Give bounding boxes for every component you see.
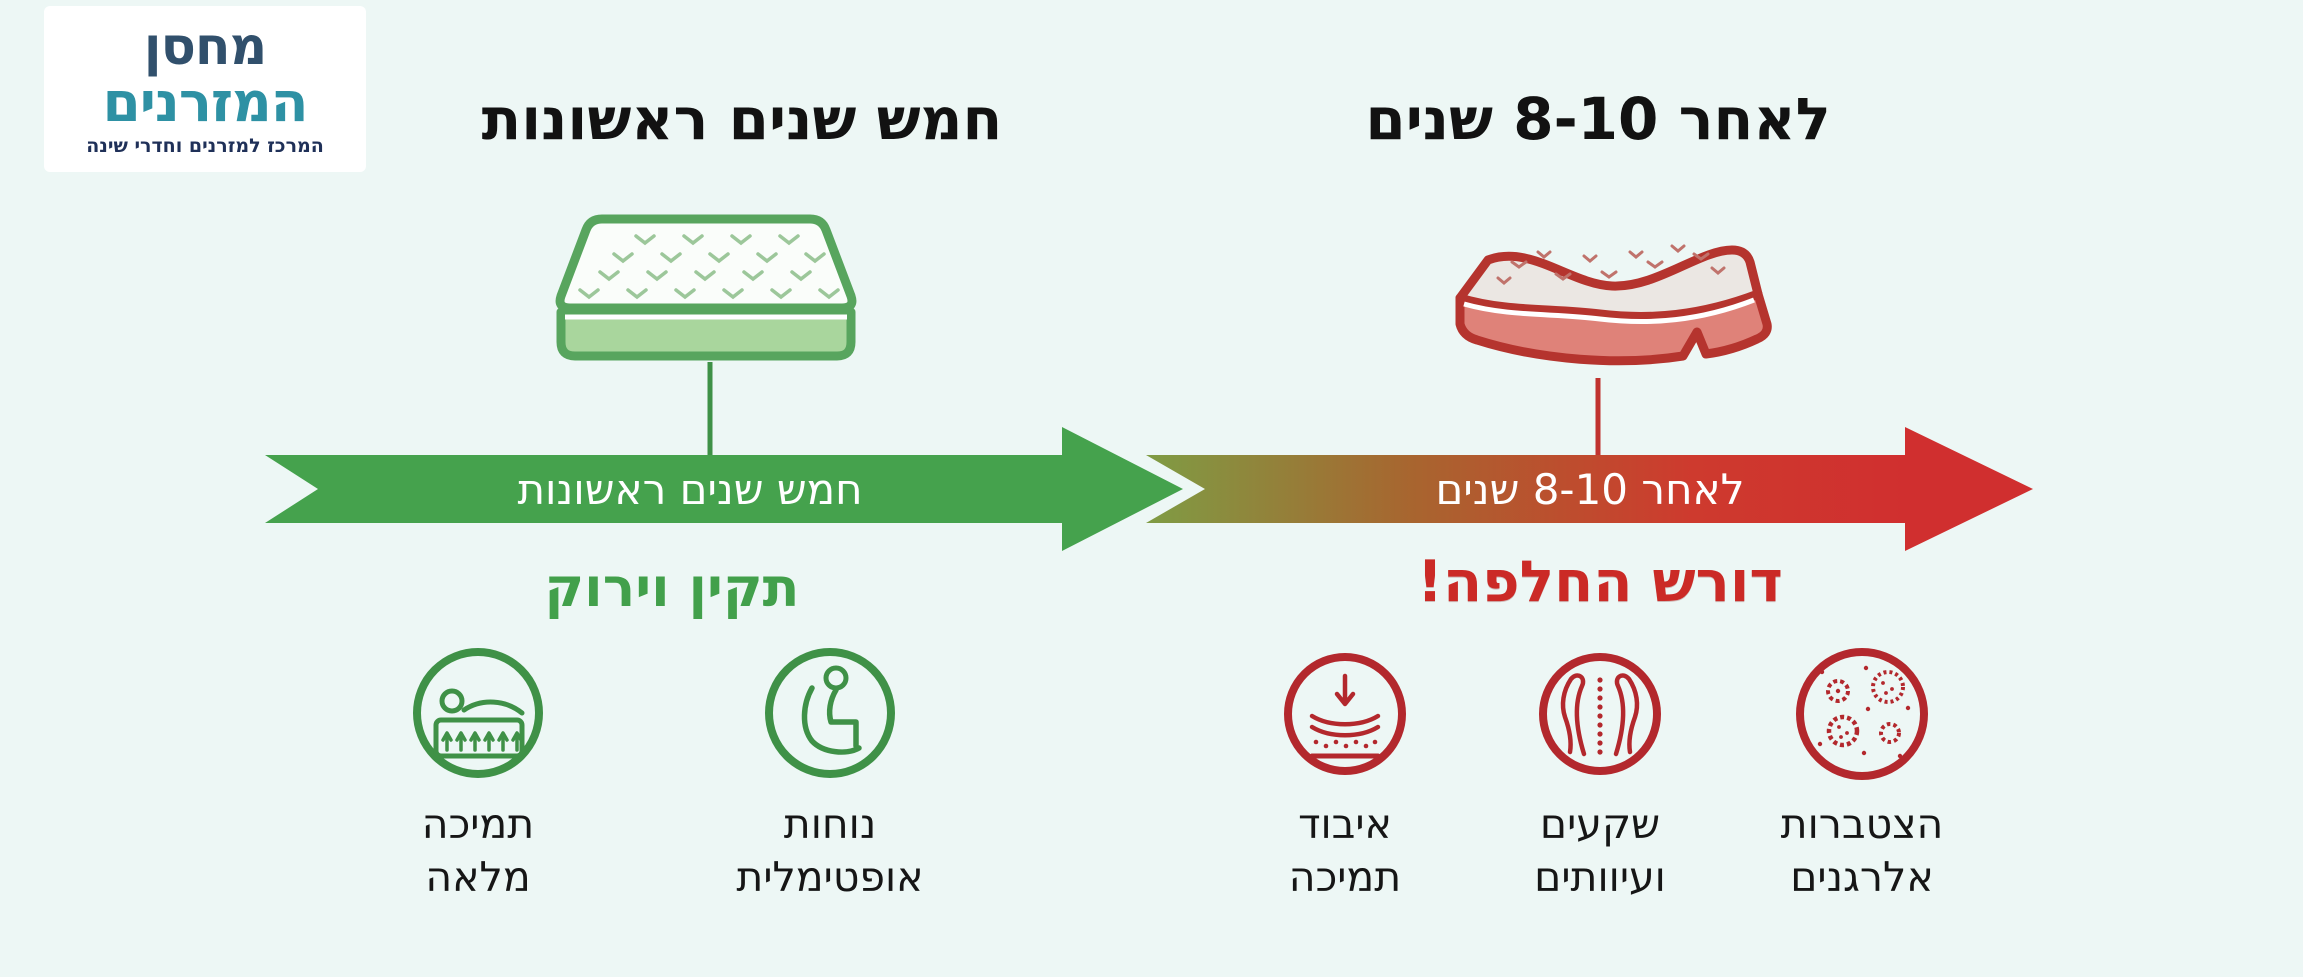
- caption-full-support: תמיכה מלאה: [348, 798, 608, 905]
- caption-line: הצטברות: [1780, 800, 1944, 848]
- caption-support-loss: איבוד תמיכה: [1215, 798, 1475, 905]
- brand-logo: מחסן המזרנים המרכז למזרנים וחדרי שינה: [44, 6, 366, 172]
- right-section-heading: לאחר 8-10 שנים: [1365, 85, 1831, 153]
- left-section-heading: חמש שנים ראשונות: [481, 85, 1003, 153]
- caption-line: תמיכה: [421, 800, 535, 848]
- red-gradient-timeline-arrow: [1146, 427, 2033, 551]
- caption-line: שקעים: [1539, 800, 1661, 848]
- quilting-marks-red: [1496, 244, 1726, 285]
- back-pain-icon: [1539, 653, 1661, 775]
- red-arrow-label: לאחר 8-10 שנים: [1435, 465, 1745, 514]
- green-timeline-arrow: [265, 427, 1183, 551]
- quilting-marks: [578, 234, 840, 300]
- left-status-text: תקין וירוק: [544, 556, 800, 619]
- caption-line: נוחות: [783, 800, 877, 848]
- caption-line: איבוד: [1298, 800, 1392, 848]
- brand-name-bottom: המזרנים: [102, 69, 308, 134]
- right-status-text: דורש החלפה!: [1417, 549, 1783, 615]
- caption-line: ועיוותים: [1534, 853, 1666, 902]
- caption-line: מלאה: [425, 853, 531, 902]
- brand-name-top: מחסן: [143, 16, 268, 77]
- green-mattress-illustration: [555, 214, 857, 361]
- sagging-mattress-illustration: [1455, 244, 1772, 366]
- green-arrow-label: חמש שנים ראשונות: [517, 465, 863, 514]
- full-support-icon: [413, 648, 543, 778]
- caption-allergen-buildup: הצטברות אלרגנים: [1732, 798, 1992, 905]
- brand-tagline: המרכז למזרנים וחדרי שינה: [86, 135, 324, 158]
- allergen-buildup-icon: [1796, 648, 1928, 780]
- caption-sagging-distortion: שקעים ועיוותים: [1470, 798, 1730, 905]
- support-loss-icon: [1284, 653, 1406, 775]
- caption-line: תמיכה: [1288, 853, 1402, 902]
- caption-optimal-comfort: נוחות אופטימלית: [700, 798, 960, 905]
- caption-line: אלרגנים: [1790, 853, 1934, 902]
- caption-line: אופטימלית: [736, 853, 924, 902]
- optimal-comfort-icon: [765, 648, 895, 778]
